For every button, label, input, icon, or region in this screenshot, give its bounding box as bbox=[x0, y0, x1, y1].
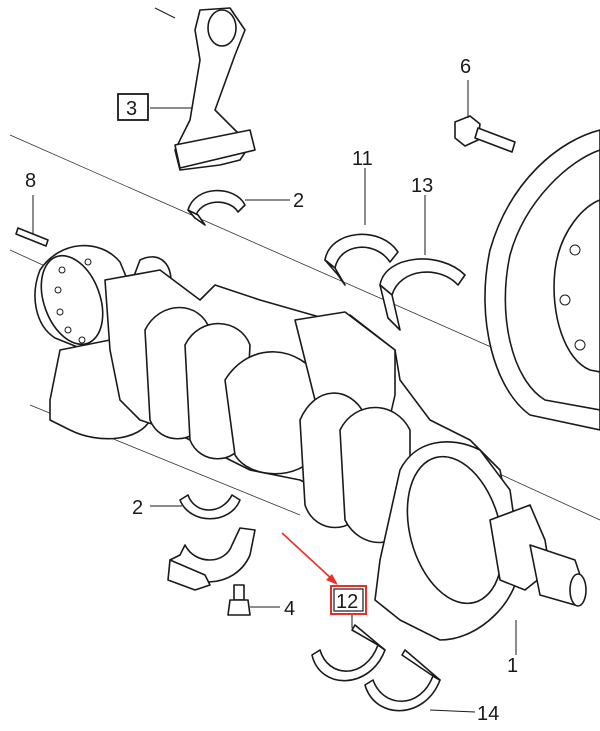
flywheel bbox=[484, 129, 600, 431]
connecting-rod bbox=[150, 7, 256, 171]
rod-bearing-cap bbox=[167, 527, 256, 591]
dowel-pin bbox=[15, 195, 49, 247]
thrust-bearing-lower bbox=[364, 649, 476, 713]
callout-11: 11 bbox=[352, 148, 373, 170]
main-bearing-upper bbox=[324, 168, 399, 286]
callout-3: 3 bbox=[126, 98, 137, 120]
callout-12-inner-box bbox=[333, 588, 364, 612]
callout-8: 8 bbox=[25, 170, 36, 192]
main-bearing-lower bbox=[311, 615, 386, 682]
callout-2-upper: 2 bbox=[293, 190, 304, 212]
rod-bearing-lower bbox=[150, 494, 241, 520]
callout-14: 14 bbox=[477, 703, 499, 725]
callout-1: 1 bbox=[507, 655, 518, 677]
flywheel-bolt bbox=[454, 80, 516, 153]
callout-3-box bbox=[117, 93, 149, 121]
callout-4: 4 bbox=[284, 598, 295, 620]
cap-bolt bbox=[227, 584, 280, 616]
rod-bearing-upper bbox=[187, 189, 290, 226]
highlight-arrow bbox=[281, 532, 338, 585]
thrust-bearing-upper bbox=[379, 195, 466, 331]
callout-6: 6 bbox=[460, 56, 471, 78]
callout-12: 12 bbox=[336, 591, 358, 613]
callout-12-box bbox=[330, 585, 367, 615]
callout-2-lower: 2 bbox=[132, 497, 143, 519]
callout-13: 13 bbox=[411, 175, 433, 197]
crankshaft bbox=[34, 244, 587, 641]
